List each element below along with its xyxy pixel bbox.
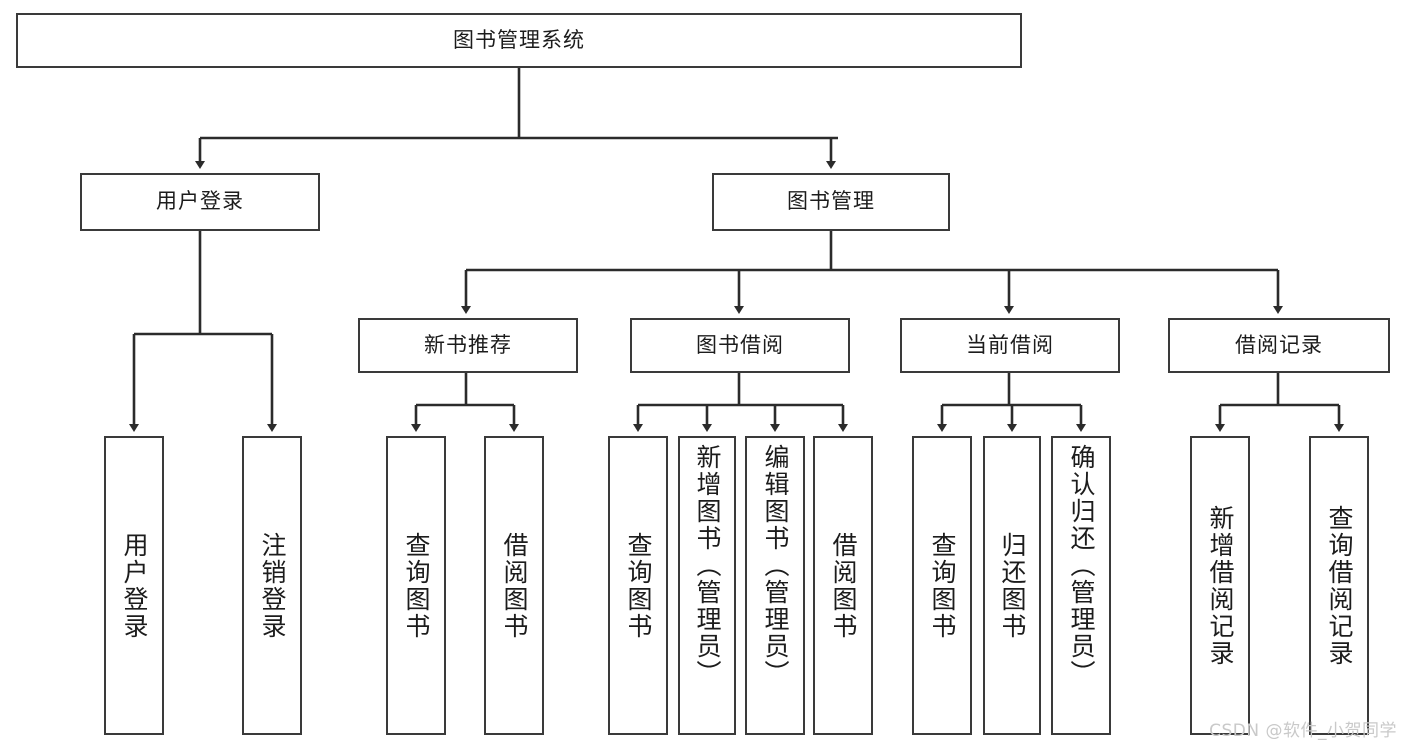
node-user-login[interactable]: 用户登录 [80, 173, 320, 231]
node-leaf-query-borrow-record[interactable]: 查询借阅记录 [1309, 436, 1369, 735]
node-borrow-record-label: 借阅记录 [1235, 332, 1323, 357]
node-leaf-confirm-return-admin[interactable]: 确认归还（管理员） [1051, 436, 1111, 735]
node-current-borrow[interactable]: 当前借阅 [900, 318, 1120, 373]
node-leaf-add-borrow-record[interactable]: 新增借阅记录 [1190, 436, 1250, 735]
node-leaf-confirm-return-admin-label: 确认归还（管理员） [1067, 444, 1096, 687]
node-leaf-query-book-1-label: 查询图书 [402, 531, 431, 640]
node-leaf-logout-label: 注销登录 [258, 531, 287, 640]
node-leaf-return-book-label: 归还图书 [998, 531, 1027, 640]
node-leaf-query-book-2[interactable]: 查询图书 [608, 436, 668, 735]
node-leaf-user-login-label: 用户登录 [120, 531, 149, 640]
node-leaf-borrow-book-2[interactable]: 借阅图书 [813, 436, 873, 735]
node-leaf-add-book-admin[interactable]: 新增图书（管理员） [678, 436, 736, 735]
node-leaf-borrow-book-1-label: 借阅图书 [500, 531, 529, 640]
node-book-borrow[interactable]: 图书借阅 [630, 318, 850, 373]
node-leaf-query-book-3[interactable]: 查询图书 [912, 436, 972, 735]
node-book-manage-label: 图书管理 [787, 189, 875, 214]
node-leaf-user-login[interactable]: 用户登录 [104, 436, 164, 735]
node-leaf-query-borrow-record-label: 查询借阅记录 [1325, 504, 1354, 667]
node-leaf-query-book-2-label: 查询图书 [624, 531, 653, 640]
node-book-borrow-label: 图书借阅 [696, 332, 784, 357]
node-root[interactable]: 图书管理系统 [16, 13, 1022, 68]
node-leaf-query-book-3-label: 查询图书 [928, 531, 957, 640]
node-leaf-edit-book-admin[interactable]: 编辑图书（管理员） [745, 436, 805, 735]
node-borrow-record[interactable]: 借阅记录 [1168, 318, 1390, 373]
node-new-book-recommend-label: 新书推荐 [424, 332, 512, 357]
node-leaf-add-book-admin-label: 新增图书（管理员） [693, 444, 722, 687]
node-new-book-recommend[interactable]: 新书推荐 [358, 318, 578, 373]
node-book-manage[interactable]: 图书管理 [712, 173, 950, 231]
node-leaf-return-book[interactable]: 归还图书 [983, 436, 1041, 735]
node-leaf-borrow-book-1[interactable]: 借阅图书 [484, 436, 544, 735]
node-leaf-edit-book-admin-label: 编辑图书（管理员） [761, 444, 790, 687]
node-leaf-logout[interactable]: 注销登录 [242, 436, 302, 735]
node-leaf-borrow-book-2-label: 借阅图书 [829, 531, 858, 640]
node-user-login-label: 用户登录 [156, 189, 244, 214]
node-leaf-query-book-1[interactable]: 查询图书 [386, 436, 446, 735]
node-current-borrow-label: 当前借阅 [966, 332, 1054, 357]
node-leaf-add-borrow-record-label: 新增借阅记录 [1206, 504, 1235, 667]
node-root-label: 图书管理系统 [453, 27, 585, 52]
